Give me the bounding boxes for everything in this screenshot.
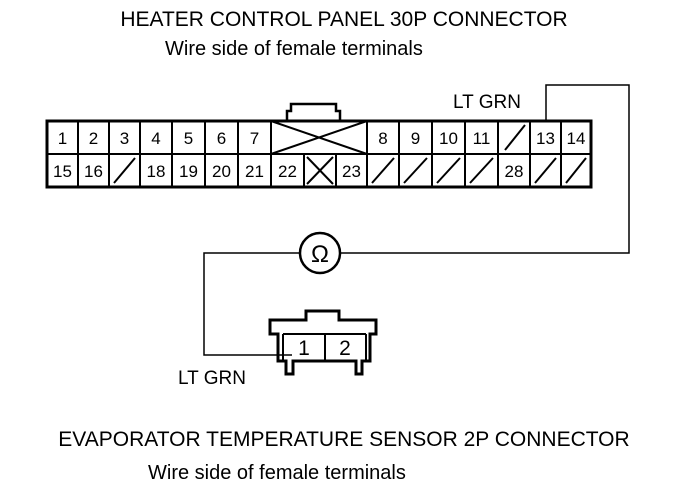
pin-label: 5 <box>184 129 193 148</box>
blank-cavity-cross <box>270 120 368 155</box>
pin-label: 7 <box>250 129 259 148</box>
heater-connector-body <box>45 102 593 189</box>
sensor-connector-body <box>268 309 378 376</box>
top-row-pins: 1 2 3 4 5 6 7 8 9 10 11 13 14 <box>58 129 586 148</box>
pin-label: 22 <box>278 162 297 181</box>
wire-to-sensor-pin-1 <box>203 252 300 356</box>
pin-label: 28 <box>505 162 524 181</box>
blank-cavity-small-cross <box>306 156 334 185</box>
pin-label: 14 <box>567 129 586 148</box>
sensor-wire-label: LT GRN <box>178 368 246 389</box>
sensor-connector-title: EVAPORATOR TEMPERATURE SENSOR 2P CONNECT… <box>58 428 630 451</box>
sensor-pins: 1 2 <box>298 337 351 360</box>
empty-cavity-12 <box>504 124 526 151</box>
bottom-row-pins: 15 16 18 19 20 21 22 23 28 <box>53 162 523 181</box>
sensor-pin-label: 1 <box>298 337 310 360</box>
pin-label: 10 <box>439 129 458 148</box>
heater-wire-label: LT GRN <box>453 92 521 113</box>
pin-label: 8 <box>378 129 387 148</box>
pin-label: 6 <box>217 129 226 148</box>
pin-label: 9 <box>411 129 420 148</box>
bottom-row-dividers <box>77 154 562 187</box>
pin-label: 20 <box>212 162 231 181</box>
heater-connector-subtitle: Wire side of female terminals <box>165 38 423 60</box>
pin-label: 16 <box>84 162 103 181</box>
sensor-pin-label: 2 <box>339 337 351 360</box>
ohmmeter-icon <box>298 231 342 275</box>
heater-connector-title: HEATER CONTROL PANEL 30P CONNECTOR <box>120 8 568 31</box>
pin-label: 1 <box>58 129 67 148</box>
top-row-dividers <box>77 121 562 154</box>
wire-to-terminal-13 <box>340 84 630 254</box>
pin-label: 4 <box>151 129 160 148</box>
pin-label: 19 <box>179 162 198 181</box>
empty-cavities-bottom <box>113 157 587 184</box>
pin-label: 21 <box>245 162 264 181</box>
sensor-connector-subtitle: Wire side of female terminals <box>148 462 406 484</box>
pin-label: 15 <box>53 162 72 181</box>
ohm-symbol: Ω <box>311 241 329 268</box>
pin-label: 2 <box>89 129 98 148</box>
pin-label: 18 <box>147 162 166 181</box>
pin-label: 11 <box>473 129 491 148</box>
pin-label: 13 <box>536 129 555 148</box>
pin-label: 23 <box>342 162 361 181</box>
pin-label: 3 <box>120 129 129 148</box>
